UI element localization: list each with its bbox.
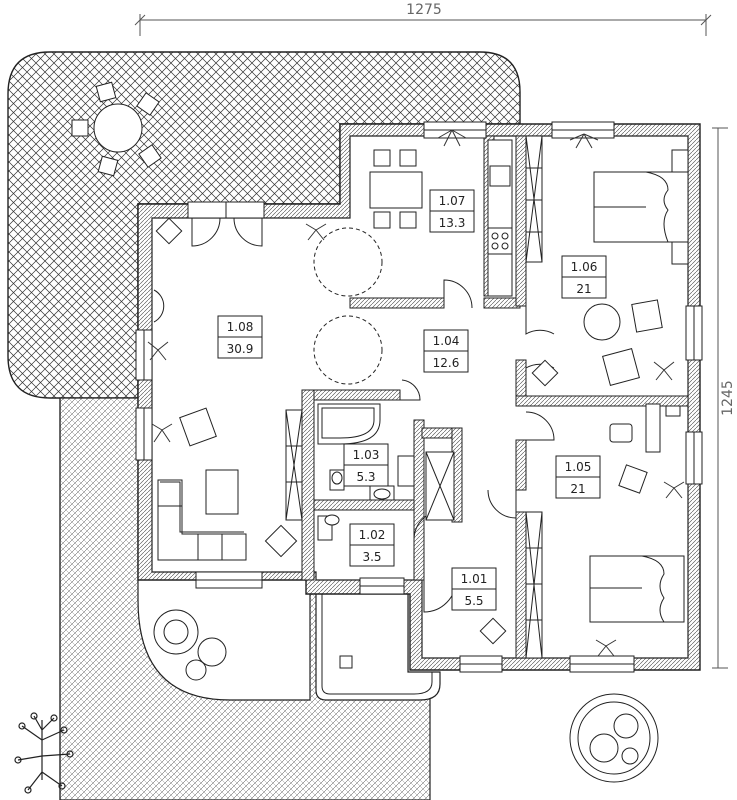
room-area: 12.6 xyxy=(433,356,460,370)
depth-dimension-label: 1245 xyxy=(720,380,736,416)
depth-dimension: 1245 xyxy=(712,127,736,669)
room-id: 1.01 xyxy=(461,572,488,586)
room-area: 13.3 xyxy=(439,216,466,230)
room-label-107: 1.07 13.3 xyxy=(429,189,475,233)
garden-set xyxy=(71,81,162,177)
tree-lawn xyxy=(153,609,227,681)
dining-table xyxy=(369,149,423,229)
wardrobes xyxy=(285,135,543,659)
tree-bottom-right xyxy=(569,693,659,783)
armchair-living xyxy=(179,407,217,447)
table-106 xyxy=(583,299,663,386)
room-label-108: 1.08 30.9 xyxy=(217,315,263,359)
width-dimension: 1275 xyxy=(134,2,712,36)
room-label-102: 1.02 3.5 xyxy=(349,523,395,567)
room-area: 21 xyxy=(576,282,591,296)
room-area: 5.5 xyxy=(464,594,483,608)
room-label-105: 1.05 21 xyxy=(555,455,601,499)
room-id: 1.02 xyxy=(359,528,386,542)
windows xyxy=(135,121,703,673)
room-area: 3.5 xyxy=(362,550,381,564)
living-planters xyxy=(153,217,559,645)
potted-plants xyxy=(147,129,685,657)
interior-walls xyxy=(301,135,689,659)
hall-circles xyxy=(313,227,383,385)
room-area: 30.9 xyxy=(227,342,254,356)
room-area: 5.3 xyxy=(356,470,375,484)
sofa xyxy=(157,469,247,561)
bathroom-fixtures xyxy=(317,403,415,501)
kitchen-counter xyxy=(487,139,513,297)
room-id: 1.03 xyxy=(353,448,380,462)
room-id: 1.05 xyxy=(565,460,592,474)
desk-105 xyxy=(609,403,681,494)
room-label-101: 1.01 5.5 xyxy=(451,567,497,611)
room-area: 21 xyxy=(570,482,585,496)
room-id: 1.08 xyxy=(227,320,254,334)
tree-bottom-left xyxy=(14,712,74,794)
width-dimension-label: 1275 xyxy=(406,2,442,18)
entrance-porch xyxy=(315,589,441,701)
room-id: 1.07 xyxy=(439,194,466,208)
toilet-fixtures xyxy=(317,514,340,541)
room-id: 1.06 xyxy=(571,260,598,274)
bed-106 xyxy=(593,149,689,265)
room-label-104: 1.04 12.6 xyxy=(423,329,469,373)
room-label-106: 1.06 21 xyxy=(561,255,607,299)
room-label-103: 1.03 5.3 xyxy=(343,443,389,487)
room-id: 1.04 xyxy=(433,334,460,348)
bed-105 xyxy=(589,555,685,623)
